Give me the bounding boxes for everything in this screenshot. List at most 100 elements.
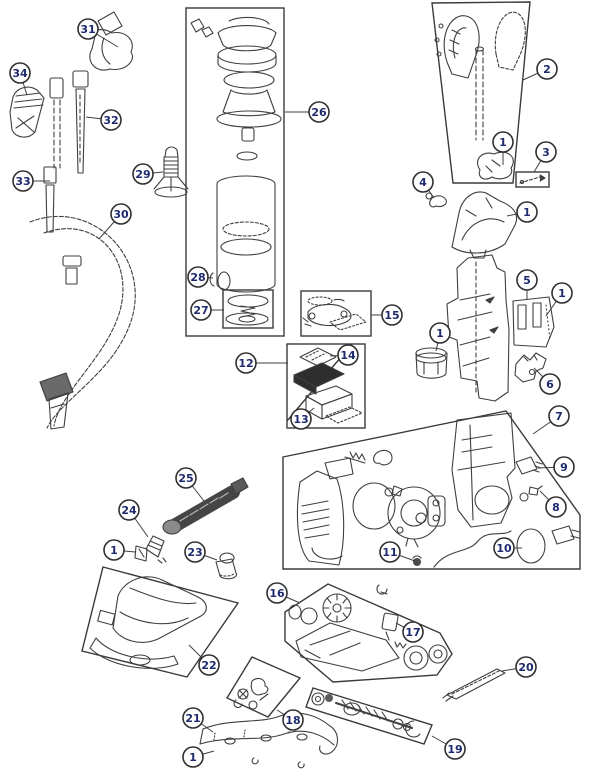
box-16 <box>284 583 453 683</box>
box-19 <box>305 687 433 745</box>
callout-label: 1 <box>499 136 507 149</box>
part-filter-29 <box>153 146 189 198</box>
callout-8[interactable]: 8 <box>545 496 567 518</box>
box-15 <box>300 290 372 337</box>
callout-1c[interactable]: 1 <box>551 282 573 304</box>
callout-18[interactable]: 18 <box>282 709 304 731</box>
part-cap-23 <box>215 552 238 580</box>
callout-13[interactable]: 13 <box>290 408 312 430</box>
callout-22[interactable]: 22 <box>198 654 220 676</box>
part-cyclone-assembly-26 <box>190 16 282 326</box>
callout-16[interactable]: 16 <box>266 582 288 604</box>
callout-label: 12 <box>238 357 253 370</box>
part-pedal-parts-18 <box>233 677 269 710</box>
callout-11[interactable]: 11 <box>379 541 401 563</box>
part-swivel-elbow <box>9 86 45 138</box>
part-clip-4 <box>425 192 447 208</box>
callout-label: 1 <box>189 751 197 764</box>
callout-label: 17 <box>405 626 420 639</box>
part-hose-cuff-25 <box>162 477 249 535</box>
callout-label: 26 <box>311 106 327 119</box>
part-cup-lid <box>415 347 448 379</box>
callout-label: 19 <box>447 743 462 756</box>
callout-label: 1 <box>110 544 118 557</box>
callout-23[interactable]: 23 <box>184 541 206 563</box>
callout-1a[interactable]: 1 <box>492 131 514 153</box>
callout-25[interactable]: 25 <box>175 467 197 489</box>
callout-24[interactable]: 24 <box>118 499 140 521</box>
callout-label: 16 <box>269 587 285 600</box>
part-brushroll-19 <box>311 692 421 738</box>
callout-label: 2 <box>543 63 551 76</box>
part-brush-tool-20 <box>442 668 506 702</box>
callout-5[interactable]: 5 <box>516 269 538 291</box>
callout-label: 7 <box>555 410 563 423</box>
callout-29[interactable]: 29 <box>132 163 154 185</box>
callout-label: 21 <box>185 712 200 725</box>
callout-17[interactable]: 17 <box>402 621 424 643</box>
callout-21[interactable]: 21 <box>182 707 204 729</box>
part-filter-pack-12 <box>293 347 363 424</box>
callout-1f[interactable]: 1 <box>182 746 204 768</box>
part-upper-housing-22 <box>89 576 207 669</box>
callout-14[interactable]: 14 <box>337 344 359 366</box>
callout-label: 28 <box>190 271 205 284</box>
callout-label: 3 <box>542 146 550 159</box>
callout-label: 13 <box>293 413 308 426</box>
callout-4[interactable]: 4 <box>412 171 434 193</box>
callout-label: 1 <box>558 287 566 300</box>
callout-label: 8 <box>552 501 560 514</box>
part-carpet-kit-15 <box>302 296 367 331</box>
part-tube-short <box>49 77 64 169</box>
callout-19[interactable]: 19 <box>444 738 466 760</box>
box-2 <box>431 1 531 184</box>
callout-20[interactable]: 20 <box>515 656 537 678</box>
callout-7[interactable]: 7 <box>548 405 570 427</box>
part-hose-30 <box>29 215 136 430</box>
callout-label: 5 <box>523 274 531 287</box>
callout-label: 34 <box>12 67 28 80</box>
callout-32[interactable]: 32 <box>100 109 122 131</box>
callout-1e[interactable]: 1 <box>103 539 125 561</box>
callout-6[interactable]: 6 <box>539 373 561 395</box>
part-main-body <box>446 254 510 402</box>
callout-label: 20 <box>518 661 534 674</box>
callout-15[interactable]: 15 <box>381 304 403 326</box>
callout-label: 30 <box>113 208 129 221</box>
callout-label: 9 <box>560 461 568 474</box>
callout-3[interactable]: 3 <box>535 141 557 163</box>
callout-34[interactable]: 34 <box>9 62 31 84</box>
callout-label: 33 <box>15 175 30 188</box>
callout-label: 11 <box>382 546 397 559</box>
callout-2[interactable]: 2 <box>536 58 558 80</box>
part-upper-handle-grip <box>89 11 133 71</box>
callout-label: 25 <box>178 472 193 485</box>
callout-1b[interactable]: 1 <box>516 201 538 223</box>
callout-balloons: 31 34 32 33 29 30 26 28 27 2 1 3 4 1 5 1… <box>9 18 575 768</box>
callout-label: 14 <box>340 349 356 362</box>
box-18 <box>225 656 302 718</box>
part-motor-assembly-7 <box>296 412 581 568</box>
callout-label: 29 <box>135 168 150 181</box>
callout-label: 6 <box>546 378 554 391</box>
callout-label: 4 <box>419 176 427 189</box>
box-27 <box>222 289 274 329</box>
part-elbow-24 <box>145 535 167 564</box>
part-nozzle-base-21 <box>199 712 339 769</box>
callout-1d[interactable]: 1 <box>429 322 451 344</box>
callout-label: 18 <box>285 714 300 727</box>
callout-33[interactable]: 33 <box>12 170 34 192</box>
part-filter-grille-5 <box>512 296 555 348</box>
callout-28[interactable]: 28 <box>187 266 209 288</box>
callout-31[interactable]: 31 <box>77 18 99 40</box>
callout-9[interactable]: 9 <box>553 456 575 478</box>
callout-label: 32 <box>103 114 118 127</box>
callout-label: 1 <box>523 206 531 219</box>
callout-label: 1 <box>436 327 444 340</box>
callout-27[interactable]: 27 <box>190 299 212 321</box>
callout-12[interactable]: 12 <box>235 352 257 374</box>
callout-30[interactable]: 30 <box>110 203 132 225</box>
callout-26[interactable]: 26 <box>308 101 330 123</box>
callout-10[interactable]: 10 <box>493 537 515 559</box>
